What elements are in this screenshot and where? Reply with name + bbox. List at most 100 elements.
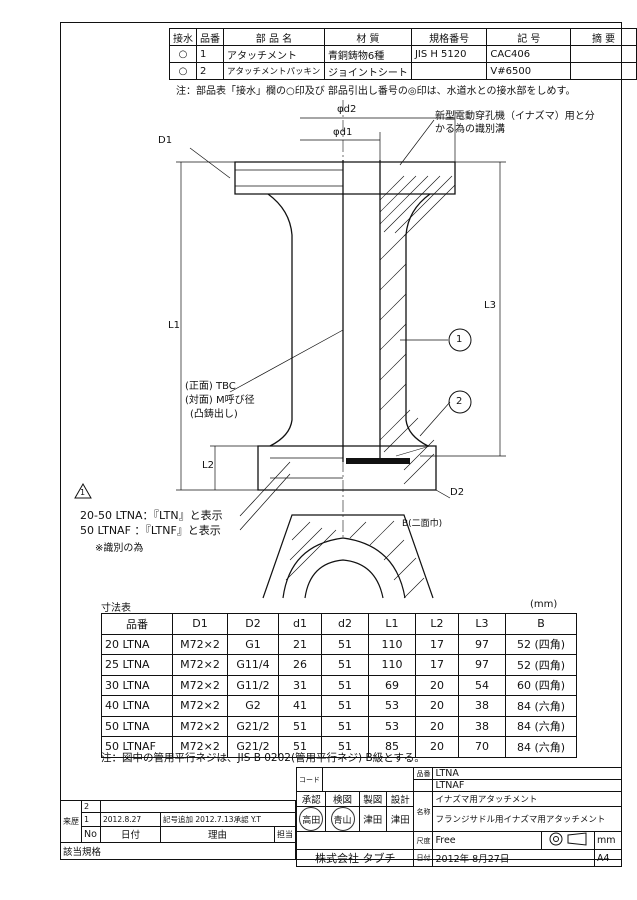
dim-cell: M72×2 [172,633,228,655]
parts-cell [410,62,488,80]
d1-label: D1 [158,135,173,146]
dim-cell: M72×2 [172,654,228,676]
phi-d1-label: φd1 [333,127,353,138]
dim-header: 品番 [101,613,173,635]
dim-cell: 25 LTNA [101,654,173,676]
applicable-standard: 該当規格 [60,842,296,860]
product-name: フランジサドル用イナズマ用アタッチメント [432,806,622,832]
revision-mark: 1 [81,812,101,827]
dim-cell: G11/4 [227,654,279,676]
phi-d2-label: φd2 [337,104,357,115]
part-no: LTNA [432,767,622,780]
dim-cell: 38 [458,715,506,737]
dim-cell: 21 [278,633,322,655]
history-label: 来歴 [60,799,82,844]
dim-header: B [505,613,577,635]
revision-text [100,799,296,814]
callout-note: 新型電動穿孔機（イナズマ）用と分かる為の識別溝 [435,111,595,135]
scale-label: 尺度 [413,831,434,850]
sign-label: 担当 [274,825,296,844]
code-label: コード [296,767,323,792]
revision-date: 2012.8.27 [99,812,162,827]
l3-label: L3 [484,300,496,311]
dim-header: d2 [321,613,369,635]
dim-cell: M72×2 [172,715,228,737]
dim-cell: 97 [458,654,506,676]
parts-cell: 2 [196,62,224,80]
inspect-seal: 青山 [330,807,355,831]
d2-label: D2 [450,487,465,498]
unit: mm [594,831,622,850]
dim-cell: 20 [415,715,459,737]
revision-mark: 2 [81,799,101,814]
dim-header: D2 [227,613,279,635]
l1-label: L1 [168,320,180,331]
balloon-1: 1 [456,334,463,345]
parts-table: 接水 品番 部 品 名 材 質 規格番号 記 号 摘 要 ○ 1 アタッチメント… [169,28,637,80]
dim-header: D1 [172,613,228,635]
designer: 津田 [386,806,415,832]
dim-cell: 69 [368,674,416,696]
code-value [321,767,415,792]
dim-cell: 51 [321,633,369,655]
dim-cell: 51 [278,715,322,737]
dim-cell: G21/2 [227,715,279,737]
draft-label: 製図 [358,791,388,807]
dim-cell: 51 [321,715,369,737]
dim-cell: 51 [321,695,369,717]
dim-cell: 53 [368,715,416,737]
dim-cell: 54 [458,674,506,696]
dim-cell: 17 [415,654,459,676]
parts-cell: アタッチメントパッキン [223,62,325,80]
scale-value: Free [432,831,542,850]
dim-cell: 84 (六角) [505,715,577,737]
dim-cell: 70 [458,736,506,758]
date-label: 日付 [413,849,434,867]
part-no-label: 品番 [413,767,434,780]
dim-cell: 41 [278,695,322,717]
dim-cell: G21/2 [227,736,279,758]
dim-cell: 20 [415,674,459,696]
dim-header: L3 [458,613,506,635]
spacer [413,779,434,792]
dim-cell: 38 [458,695,506,717]
b-label: B(二面巾) [402,519,443,529]
dim-cell: 53 [368,695,416,717]
blank [295,831,415,850]
inspect-label: 検図 [325,791,360,807]
mark-note: 50 LTNAF ：『LTNF』と表示 [80,524,221,537]
dim-table-unit: (mm) [530,599,558,610]
dim-cell: 60 (四角) [505,674,577,696]
dim-cell: G2 [227,695,279,717]
dim-table-title: 寸法表 [101,603,131,614]
dim-cell: M72×2 [172,695,228,717]
dim-cell: 110 [368,654,416,676]
inspect-stamp: 青山 [325,806,360,832]
parts-note: 注：部品表「接水」欄の○印及び 部品引出し番号の◎印は、水道水との接水部をしめす… [176,86,576,97]
dim-cell: 85 [368,736,416,758]
dim-cell: 40 LTNA [101,695,173,717]
dim-cell: 84 (六角) [505,736,577,758]
thread-note: (凸鋳出し) [190,409,238,420]
dim-cell: 20 [415,695,459,717]
dim-cell: 110 [368,633,416,655]
dim-header: d1 [278,613,322,635]
dim-cell: 51 [321,674,369,696]
revision-block: 来歴 2 1 2012.8.27 記号追加 2012.7.13承認 Y.T No… [60,799,296,860]
projection-icon [541,831,595,850]
parts-cell: V#6500 [486,62,572,80]
dim-cell: 31 [278,674,322,696]
company-name: 株式会社 タブチ [295,849,415,867]
dim-cell: 20 [415,736,459,758]
dim-cell: 51 [321,654,369,676]
approve-seal: 高田 [299,807,324,831]
title-block: コード 品番 LTNA LTNAF 承認 検図 製図 設計 名称 イナズマ用アタ… [295,767,622,867]
date-value: 2012年 8月27日 [432,849,595,867]
name-label: 名称 [413,791,434,832]
